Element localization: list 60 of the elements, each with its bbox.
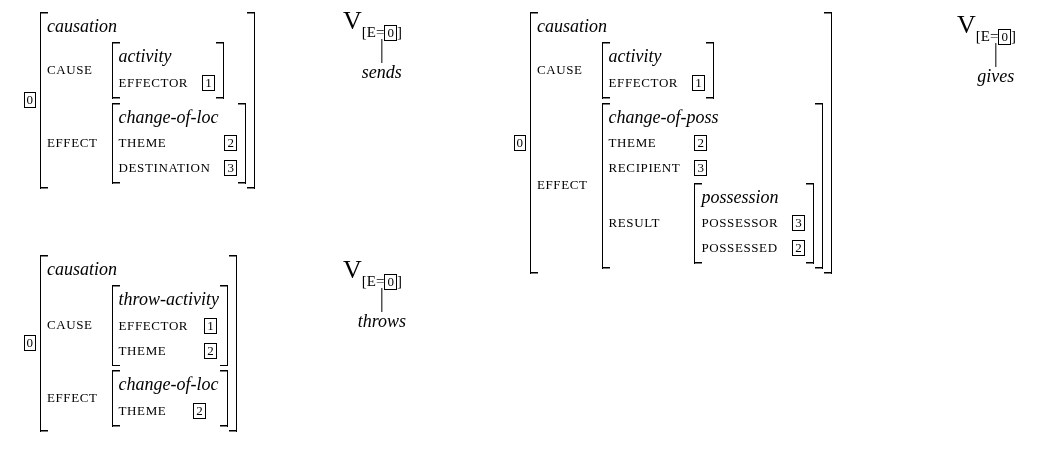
feature-label: THEME (118, 401, 168, 420)
feature-label: CAUSE (537, 61, 584, 80)
tree-branch (381, 287, 383, 313)
feature-label: EFFECTOR (118, 316, 190, 335)
tag-box: 0 (384, 25, 397, 41)
tag-box: 0 (998, 29, 1011, 45)
tag-box: 0 (384, 274, 397, 290)
word-label: sends (361, 62, 402, 83)
tree-branch (381, 38, 383, 64)
type-label: change-of-loc (118, 105, 220, 129)
tag-box: 2 (204, 342, 217, 359)
type-label: activity (608, 45, 663, 69)
type-label: change-of-poss (608, 105, 720, 129)
category-label: V (343, 255, 362, 284)
subscript-label: [E= (361, 24, 385, 40)
subscript-label: ] (396, 24, 402, 40)
type-label: causation (537, 15, 608, 38)
tag-box: 3 (694, 160, 707, 177)
tag-box: 1 (692, 75, 705, 92)
type-label: throw-activity (118, 288, 219, 312)
subscript-label: ] (396, 273, 402, 289)
feature-label: POSSESSED (701, 238, 779, 257)
tag-box: 2 (193, 403, 206, 420)
subscript-label: ] (1010, 28, 1016, 44)
feature-label: THEME (118, 341, 168, 360)
category-label: V (957, 10, 976, 39)
feature-label: EFFECT (47, 133, 98, 152)
type-label: activity (118, 45, 173, 69)
type-label: causation (47, 15, 118, 38)
subscript-label: [E= (361, 273, 385, 289)
feature-label: DESTINATION (118, 158, 211, 177)
feature-label: POSSESSOR (701, 213, 779, 232)
type-label: possession (701, 185, 780, 209)
word-label: throws (357, 311, 406, 332)
feature-label: THEME (118, 133, 168, 152)
tag-box: 2 (694, 135, 707, 152)
tag-box: 2 (224, 135, 237, 152)
feature-label: RESULT (608, 213, 662, 232)
tag-box: 0 (513, 134, 526, 151)
tag-box: 1 (202, 75, 215, 92)
type-label: change-of-loc (118, 373, 219, 397)
feature-label: RECIPIENT (608, 158, 681, 177)
tag-box: 3 (792, 215, 805, 232)
tag-box: 1 (204, 318, 217, 335)
feature-label: EFFECTOR (608, 73, 679, 92)
tag-box: 0 (23, 92, 36, 109)
feature-label: THEME (608, 133, 658, 152)
type-label: causation (47, 258, 118, 281)
word-label: gives (977, 66, 1015, 87)
category-label: V (343, 6, 362, 35)
tag-box: 3 (224, 160, 237, 177)
feature-label: EFFECTOR (118, 73, 189, 92)
tree-branch (995, 42, 997, 68)
tag-box: 0 (23, 335, 36, 352)
feature-label: CAUSE (47, 316, 94, 335)
subscript-label: [E= (975, 28, 999, 44)
feature-label: EFFECT (47, 389, 98, 408)
feature-label: CAUSE (47, 61, 94, 80)
tag-box: 2 (792, 240, 805, 257)
feature-label: EFFECT (537, 176, 588, 195)
